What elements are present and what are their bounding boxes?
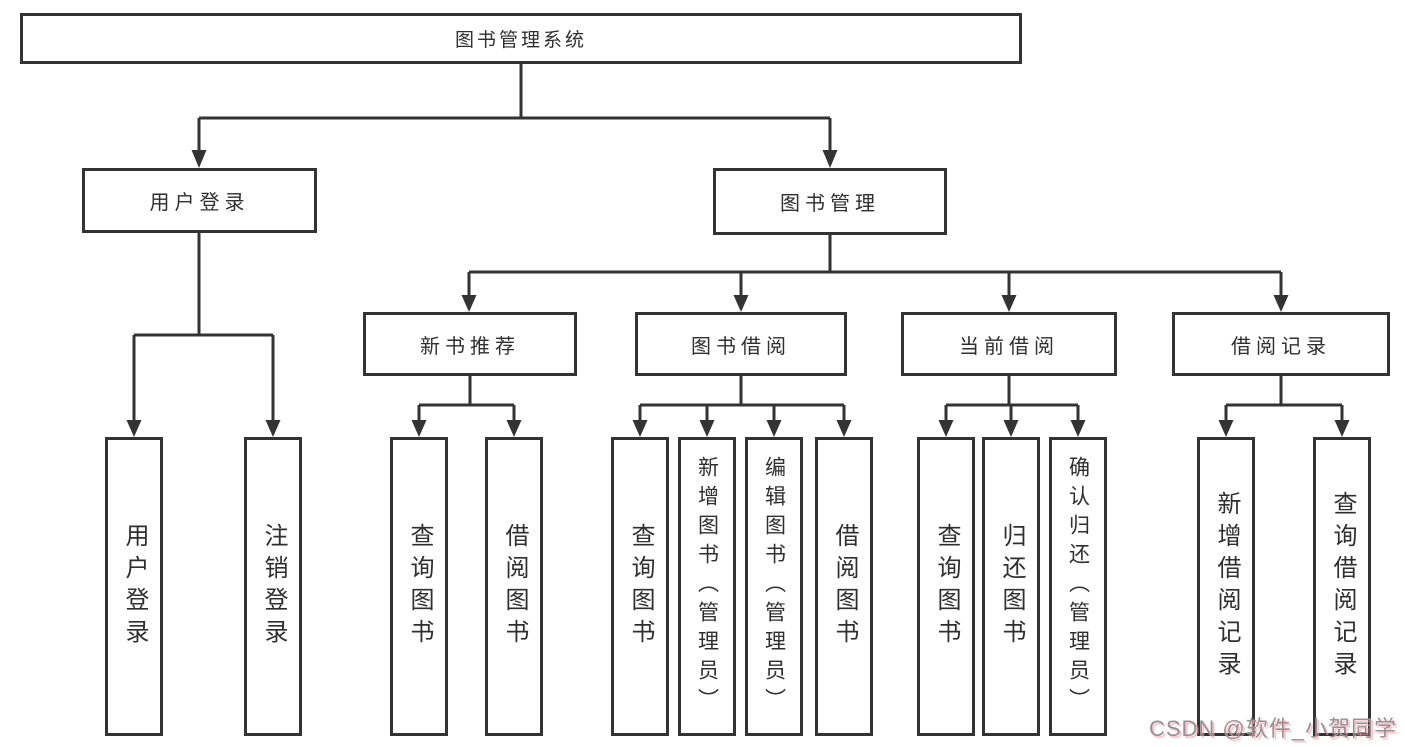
- arrowhead-icon: [461, 295, 477, 312]
- arrowhead-icon: [836, 420, 852, 437]
- leaf-user-login: 用户登录: [105, 437, 163, 736]
- node-borrowing-records: 借阅记录: [1172, 312, 1390, 376]
- arrowhead-icon: [265, 420, 281, 437]
- leaf-borrowing-edit-admin: 编辑图书（管理员）: [745, 437, 803, 736]
- node-book-borrowing: 图书借阅: [635, 312, 847, 376]
- node-root: 图书管理系统: [20, 13, 1022, 64]
- node-new-books: 新书推荐: [363, 312, 577, 376]
- connector-book-management: [467, 235, 1283, 296]
- leaf-logout: 注销登录: [244, 437, 302, 736]
- connector-lines: [132, 64, 1344, 421]
- arrowhead-icon: [938, 420, 954, 437]
- node-current-borrowing: 当前借阅: [901, 312, 1117, 376]
- leaf-borrowing-edit-admin-label: 编辑图书（管理员）: [762, 456, 786, 717]
- arrowhead-icon: [1273, 295, 1289, 312]
- arrowhead-icon: [1070, 420, 1086, 437]
- leaf-borrowing-add-admin: 新增图书（管理员）: [678, 437, 736, 736]
- leaf-records-query-label: 查询借阅记录: [1329, 490, 1356, 683]
- node-book-management: 图书管理: [713, 168, 947, 235]
- leaf-newbooks-borrow-label: 借阅图书: [501, 522, 528, 651]
- leaf-newbooks-borrow: 借阅图书: [485, 437, 543, 736]
- leaf-borrowing-borrow: 借阅图书: [815, 437, 873, 736]
- arrowhead-icon: [822, 150, 838, 168]
- connector-user-login: [132, 233, 275, 421]
- node-user-login: 用户登录: [82, 168, 317, 233]
- leaf-current-return-label: 归还图书: [998, 522, 1025, 651]
- leaf-borrowing-query-label: 查询图书: [627, 522, 654, 651]
- arrowhead-icon: [126, 420, 142, 437]
- node-new-books-label: 新书推荐: [420, 335, 520, 358]
- arrowhead-icon: [506, 420, 522, 437]
- arrowhead-icon: [191, 150, 207, 168]
- node-borrowing-records-label: 借阅记录: [1231, 335, 1331, 358]
- leaf-current-query: 查询图书: [917, 437, 975, 736]
- arrowhead-icon: [733, 295, 749, 312]
- node-current-borrowing-label: 当前借阅: [959, 335, 1059, 358]
- arrowhead-icon: [411, 420, 427, 437]
- leaf-records-add: 新增借阅记录: [1197, 437, 1255, 736]
- connector-book-borrowing: [638, 376, 846, 421]
- leaf-newbooks-query: 查询图书: [390, 437, 448, 736]
- leaf-user-login-label: 用户登录: [121, 522, 148, 651]
- leaf-current-query-label: 查询图书: [933, 522, 960, 651]
- node-book-management-label: 图书管理: [780, 193, 880, 215]
- leaf-records-add-label: 新增借阅记录: [1213, 490, 1240, 683]
- arrowheads: [126, 150, 1350, 437]
- leaf-current-confirm-return-admin: 确认归还（管理员）: [1049, 437, 1107, 736]
- arrowhead-icon: [1001, 295, 1017, 312]
- arrowhead-icon: [699, 420, 715, 437]
- leaf-borrowing-query: 查询图书: [611, 437, 669, 736]
- arrowhead-icon: [766, 420, 782, 437]
- leaf-borrowing-borrow-label: 借阅图书: [831, 522, 858, 651]
- connector-current-borrowing: [944, 376, 1080, 421]
- connector-root: [197, 64, 832, 152]
- leaf-current-return: 归还图书: [982, 437, 1040, 736]
- node-root-label: 图书管理系统: [454, 30, 587, 51]
- arrowhead-icon: [632, 420, 648, 437]
- leaf-newbooks-query-label: 查询图书: [406, 522, 433, 651]
- leaf-records-query: 查询借阅记录: [1313, 437, 1371, 736]
- leaf-borrowing-add-admin-label: 新增图书（管理员）: [695, 456, 719, 717]
- leaf-logout-label: 注销登录: [260, 522, 287, 651]
- connector-borrowing-records: [1224, 376, 1344, 421]
- csdn-watermark: CSDN @软件_小贺同学: [1148, 716, 1397, 741]
- arrowhead-icon: [1218, 420, 1234, 437]
- arrowhead-icon: [1334, 420, 1350, 437]
- node-book-borrowing-label: 图书借阅: [691, 335, 791, 358]
- connector-new-books: [417, 376, 516, 421]
- node-user-login-label: 用户登录: [149, 192, 250, 214]
- leaf-current-confirm-return-admin-label: 确认归还（管理员）: [1066, 456, 1090, 717]
- arrowhead-icon: [1003, 420, 1019, 437]
